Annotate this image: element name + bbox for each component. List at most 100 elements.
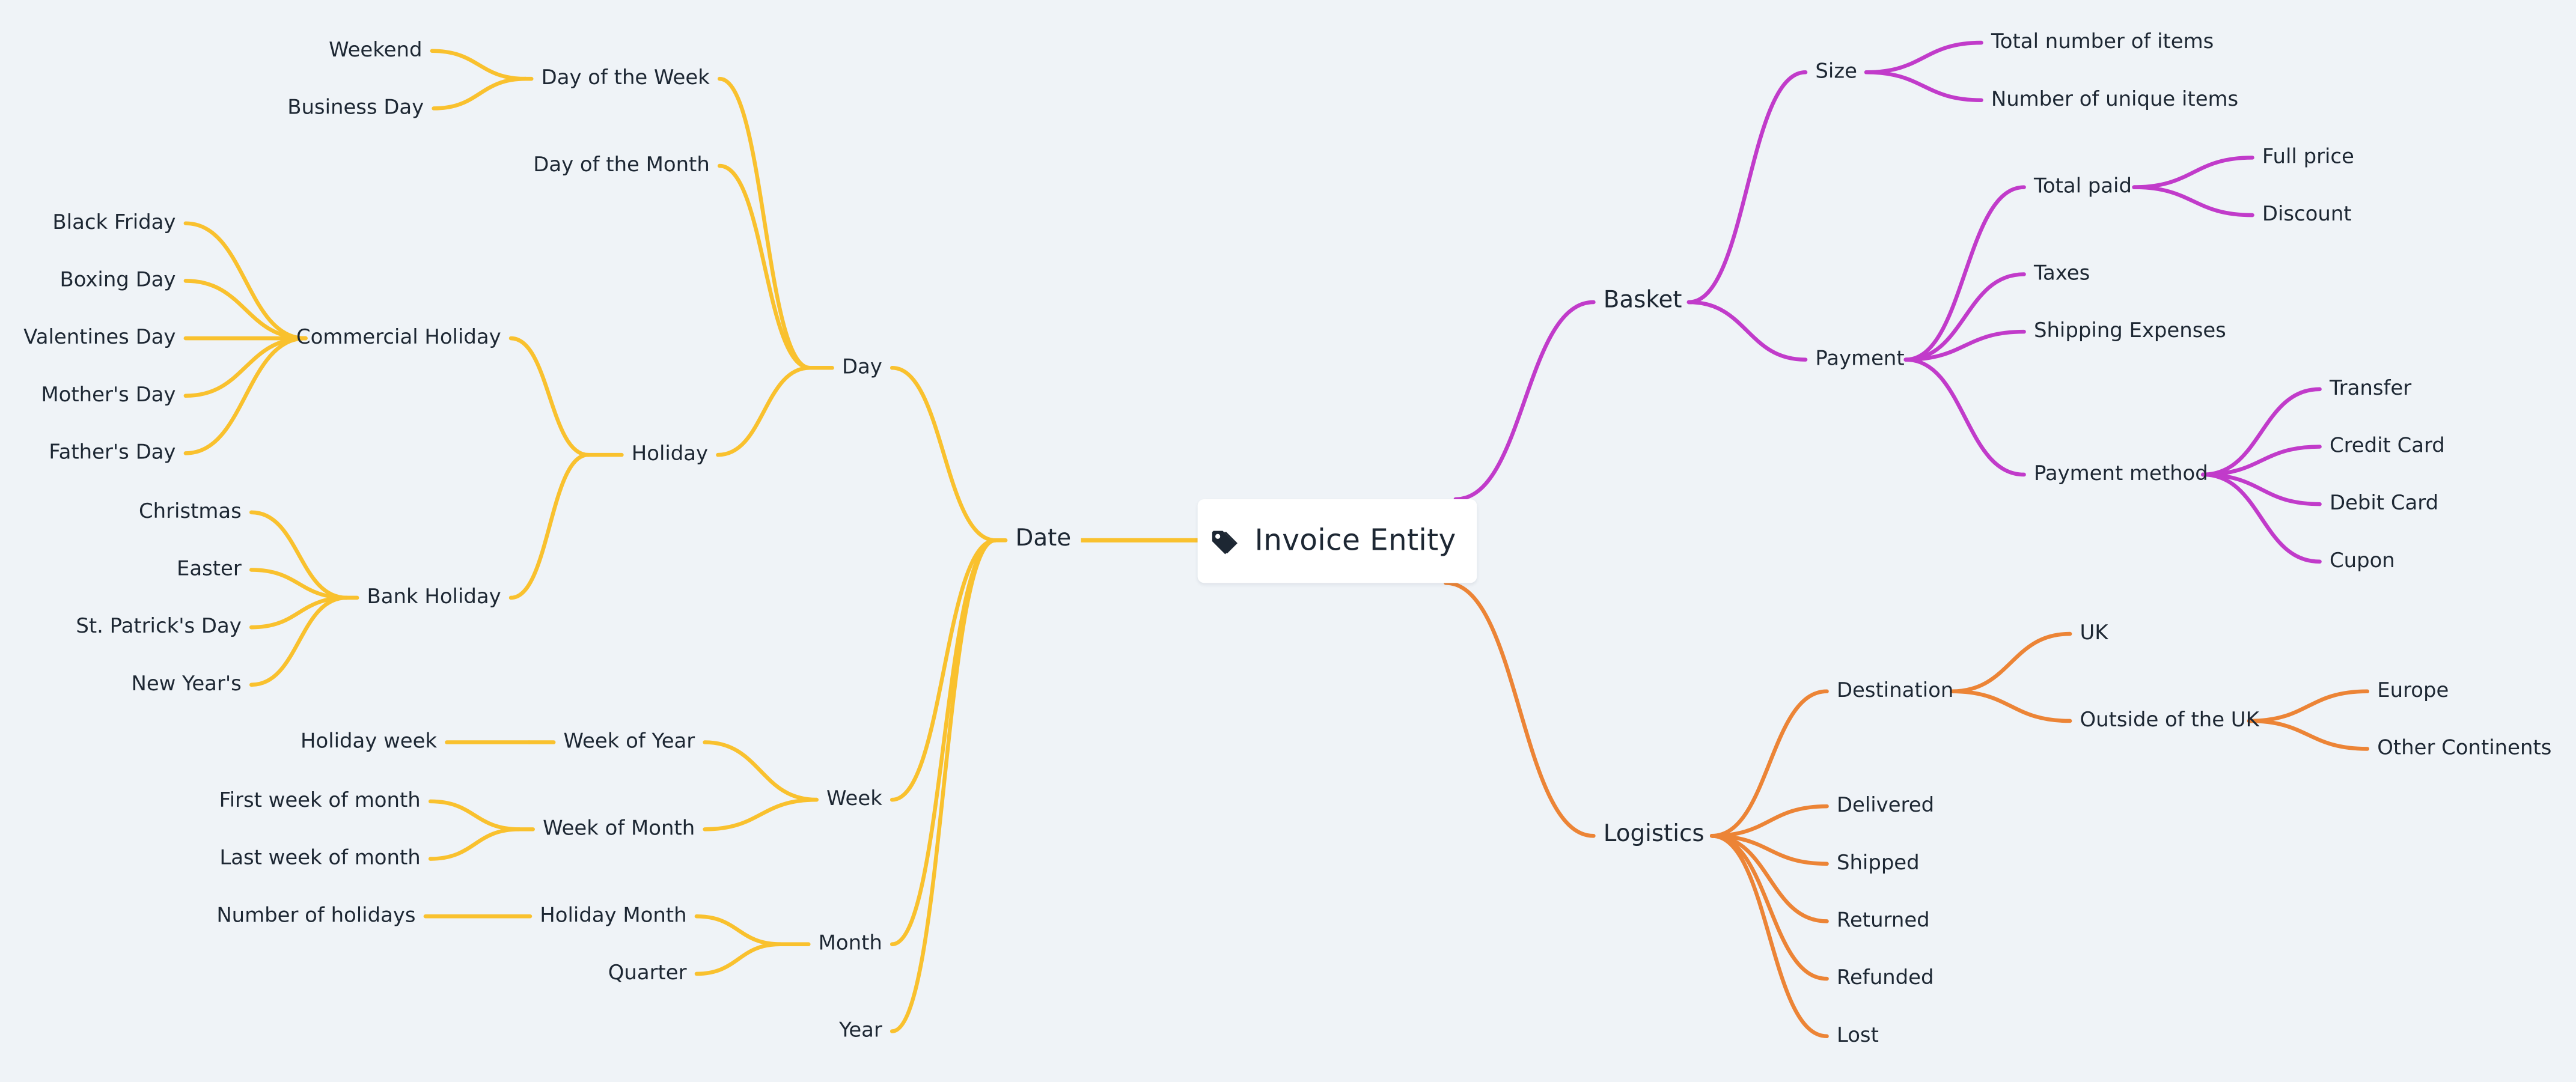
- link-year: [890, 538, 998, 1033]
- link-new-years: [249, 595, 349, 687]
- node-day[interactable]: Day: [841, 353, 882, 378]
- root-node[interactable]: Invoice Entity: [1197, 499, 1477, 583]
- node-payment[interactable]: Payment: [1815, 345, 1905, 370]
- link-month: [890, 538, 998, 946]
- node-valentines-day[interactable]: Valentines Day: [23, 324, 176, 349]
- link-quarter: [694, 942, 783, 976]
- link-last-week-of-month: [428, 827, 522, 861]
- node-credit-card[interactable]: Credit Card: [2329, 432, 2445, 457]
- node-destination[interactable]: Destination: [1836, 676, 1954, 702]
- node-date[interactable]: Date: [1015, 526, 1072, 552]
- node-total-paid[interactable]: Total paid: [2033, 172, 2132, 198]
- node-christmas[interactable]: Christmas: [139, 498, 242, 523]
- root-title: Invoice Entity: [1254, 523, 1456, 559]
- link-number-of-unique-items: [1864, 70, 1983, 103]
- link-day-of-the-week: [717, 76, 812, 370]
- node-holiday-week[interactable]: Holiday week: [300, 728, 438, 753]
- link-boxing-day: [183, 279, 308, 341]
- link-fathers-day: [183, 336, 308, 455]
- node-bank-holiday[interactable]: Bank Holiday: [367, 583, 501, 609]
- node-returned[interactable]: Returned: [1836, 907, 1930, 932]
- link-business-day: [432, 76, 528, 111]
- node-quarter[interactable]: Quarter: [608, 959, 687, 985]
- node-basket[interactable]: Basket: [1603, 287, 1682, 314]
- link-outside-of-the-uk: [1949, 689, 2072, 723]
- node-new-years[interactable]: New Year's: [131, 670, 242, 696]
- link-transfer: [2201, 387, 2322, 477]
- link-size: [1686, 70, 1808, 305]
- node-black-friday[interactable]: Black Friday: [52, 208, 176, 234]
- node-st-patricks-day[interactable]: St. Patrick's Day: [76, 613, 242, 638]
- node-fathers-day[interactable]: Father's Day: [49, 439, 176, 464]
- node-commercial-holiday[interactable]: Commercial Holiday: [296, 324, 501, 349]
- node-logistics[interactable]: Logistics: [1603, 821, 1705, 848]
- node-boxing-day[interactable]: Boxing Day: [60, 266, 176, 291]
- link-europe: [2247, 689, 2370, 723]
- link-black-friday: [183, 221, 308, 341]
- node-year[interactable]: Year: [839, 1017, 882, 1042]
- node-taxes[interactable]: Taxes: [2033, 260, 2090, 285]
- node-transfer[interactable]: Transfer: [2329, 375, 2412, 400]
- node-shipped[interactable]: Shipped: [1836, 849, 1920, 874]
- node-europe[interactable]: Europe: [2377, 676, 2449, 702]
- node-debit-card[interactable]: Debit Card: [2329, 490, 2439, 515]
- node-number-of-holidays[interactable]: Number of holidays: [216, 902, 416, 927]
- link-christmas: [249, 510, 349, 600]
- node-business-day[interactable]: Business Day: [287, 94, 424, 119]
- link-discount: [2132, 185, 2254, 217]
- link-cupon: [2201, 472, 2322, 564]
- node-refunded[interactable]: Refunded: [1836, 964, 1934, 989]
- link-uk: [1949, 631, 2072, 694]
- node-weekend[interactable]: Weekend: [329, 36, 423, 61]
- link-total-paid: [1903, 185, 2026, 362]
- node-day-of-the-month[interactable]: Day of the Month: [533, 151, 710, 177]
- link-commercial-holiday: [508, 336, 590, 457]
- node-mothers-day[interactable]: Mother's Day: [41, 381, 176, 406]
- link-logistics: [1444, 581, 1596, 838]
- node-first-week-of-month[interactable]: First week of month: [219, 787, 421, 812]
- node-week[interactable]: Week: [826, 785, 882, 810]
- link-weekend: [430, 49, 528, 81]
- link-day-of-the-month: [717, 163, 812, 370]
- node-lost[interactable]: Lost: [1836, 1021, 1879, 1047]
- node-week-of-year[interactable]: Week of Year: [563, 728, 695, 753]
- link-bank-holiday: [508, 452, 590, 600]
- node-delivered[interactable]: Delivered: [1836, 792, 1935, 817]
- node-week-of-month[interactable]: Week of Month: [543, 815, 695, 840]
- tag-icon: [1212, 530, 1238, 554]
- link-debit-card: [2201, 472, 2322, 506]
- node-total-number-of-items[interactable]: Total number of items: [1991, 28, 2214, 53]
- link-full-price: [2132, 156, 2254, 189]
- node-easter[interactable]: Easter: [176, 555, 242, 580]
- node-outside-of-the-uk[interactable]: Outside of the UK: [2080, 707, 2259, 732]
- node-number-of-unique-items[interactable]: Number of unique items: [1991, 85, 2239, 111]
- link-credit-card: [2201, 445, 2322, 477]
- link-lost: [1709, 834, 1829, 1039]
- link-week: [890, 538, 998, 802]
- node-size[interactable]: Size: [1815, 58, 1857, 83]
- node-other-continents[interactable]: Other Continents: [2377, 734, 2552, 759]
- link-holiday: [716, 366, 812, 457]
- link-refunded: [1709, 834, 1829, 981]
- node-day-of-the-week[interactable]: Day of the Week: [541, 64, 710, 90]
- link-destination: [1709, 689, 1829, 838]
- node-cupon[interactable]: Cupon: [2329, 547, 2395, 573]
- link-other-continents: [2247, 719, 2370, 751]
- node-payment-method[interactable]: Payment method: [2033, 460, 2208, 485]
- node-holiday-month[interactable]: Holiday Month: [540, 902, 687, 927]
- node-discount[interactable]: Discount: [2262, 201, 2352, 226]
- node-uk[interactable]: UK: [2080, 619, 2108, 645]
- link-basket: [1453, 300, 1596, 502]
- node-last-week-of-month[interactable]: Last week of month: [219, 844, 421, 869]
- link-easter: [249, 568, 349, 600]
- link-week-of-year: [703, 740, 819, 802]
- node-holiday[interactable]: Holiday: [631, 440, 709, 466]
- link-mothers-day: [183, 336, 308, 398]
- node-month[interactable]: Month: [818, 929, 882, 955]
- link-delivered: [1709, 804, 1829, 838]
- node-shipping-expenses[interactable]: Shipping Expenses: [2033, 317, 2226, 342]
- node-full-price[interactable]: Full price: [2262, 143, 2354, 168]
